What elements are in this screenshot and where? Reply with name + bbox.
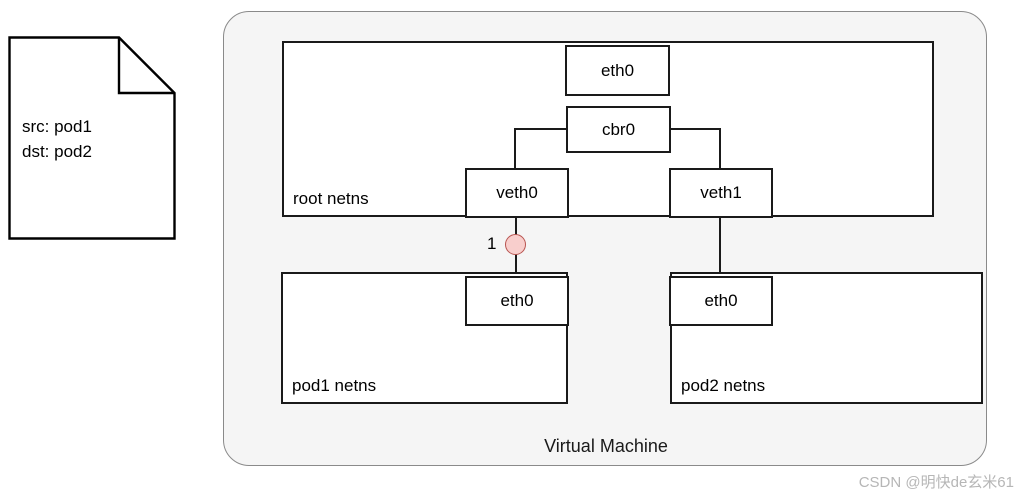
interface-veth0: veth0 <box>465 168 569 218</box>
namespace-pod2-netns-label: pod2 netns <box>681 376 766 395</box>
packet-note: src: pod1 dst: pod2 <box>8 36 176 240</box>
note-shape-icon <box>8 36 176 240</box>
wire-cbr0-to-veth0-horizontal <box>514 128 568 131</box>
note-line-1: src: pod1 <box>22 117 92 136</box>
interface-root-eth0: eth0 <box>565 45 670 96</box>
virtual-machine-label: Virtual Machine <box>544 436 668 456</box>
namespace-pod1-netns-label: pod1 netns <box>292 376 377 395</box>
wire-cbr0-to-veth1-vertical <box>719 128 722 169</box>
csdn-watermark: CSDN @明快de玄米61 <box>858 474 1014 491</box>
interface-pod1-eth0: eth0 <box>465 276 569 326</box>
wire-veth1-to-pod2-eth0 <box>719 216 722 276</box>
interface-cbr0: cbr0 <box>566 106 671 153</box>
namespace-root-netns-label: root netns <box>293 189 369 208</box>
step-marker-1 <box>505 234 526 255</box>
interface-veth1: veth1 <box>669 168 773 218</box>
step-marker-1-number: 1 <box>487 234 497 253</box>
note-line-2: dst: pod2 <box>22 142 92 161</box>
wire-cbr0-to-veth0-vertical <box>514 128 517 169</box>
interface-pod2-eth0: eth0 <box>669 276 773 326</box>
wire-cbr0-to-veth1-horizontal <box>669 128 721 131</box>
namespace-pod2-netns: pod2 netns <box>670 272 983 404</box>
